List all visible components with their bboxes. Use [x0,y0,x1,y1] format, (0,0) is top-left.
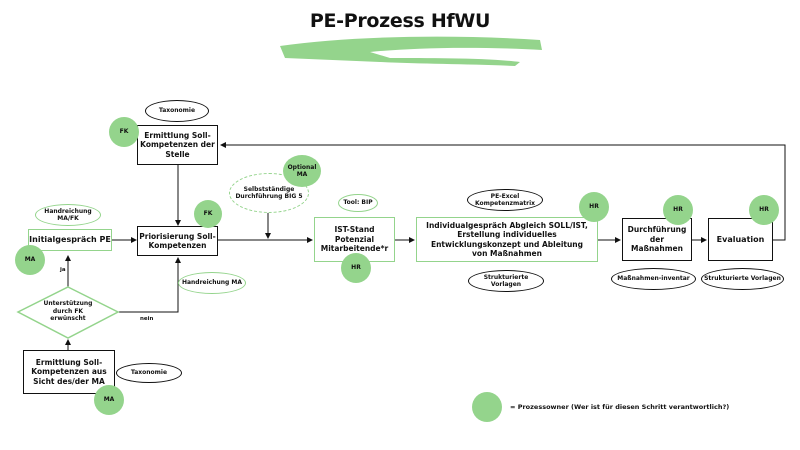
step-ermittlung-stelle[interactable]: Ermittlung Soll-Kompetenzen der Stelle [137,125,218,165]
owner-hr-2: HR [579,192,609,222]
owner-ma-2: MA [94,385,124,415]
owner-optional-ma: Optional MA [283,155,321,187]
edge-label-no: nein [140,316,154,322]
tool-pe-excel: PE-Excel Kompetenzmatrix [467,189,543,211]
owner-hr-3: HR [663,195,693,225]
tool-massnahmeninventar: Maßnahmen-inventar [611,268,696,290]
legend-text: = Prozessowner (Wer ist für diesen Schri… [510,403,730,411]
edge-feedback-loop [220,142,786,241]
edge-decision-no [118,257,181,313]
decision-diamond [16,286,120,339]
tool-strukt-vorlagen-1: Strukturierte Vorlagen [468,270,544,292]
step-ist-stand[interactable]: IST-Stand Potenzial Mitarbeitende*r [314,217,395,262]
step-durchfuehrung[interactable]: Durchführung der Maßnahmen [622,218,692,261]
tool-bip: Tool: BIP [338,194,378,212]
step-initialgespraech[interactable]: Initialgespräch PE [28,229,112,251]
tool-strukt-vorlagen-2: Strukturierte Vorlagen [701,268,784,290]
brush-stroke [280,36,542,66]
step-individualgespraech[interactable]: Individualgespräch Abgleich SOLL/IST, Er… [416,217,598,262]
edge-label-yes: ja [60,267,66,273]
owner-hr-4: HR [749,195,779,225]
owner-hr-1: HR [341,253,371,283]
owner-ma-1: MA [15,245,45,275]
page-title: PE-Prozess HfWU [309,10,491,32]
owner-fk-1: FK [109,117,139,147]
owner-fk-2: FK [194,200,222,228]
step-evaluation[interactable]: Evaluation [708,218,773,261]
step-priorisierung[interactable]: Priorisierung Soll-Kompetenzen [137,226,218,256]
tool-taxonomie-bottom: Taxonomie [116,363,182,383]
tool-handreichung-ma: Handreichung MA [178,272,246,294]
legend-owner-circle [472,392,502,422]
tool-handreichung-mafk: Handreichung MA/FK [35,204,101,226]
tool-taxonomie-top: Taxonomie [145,100,209,122]
decision-text: Unterstützung durch FK erwünscht [43,300,93,322]
